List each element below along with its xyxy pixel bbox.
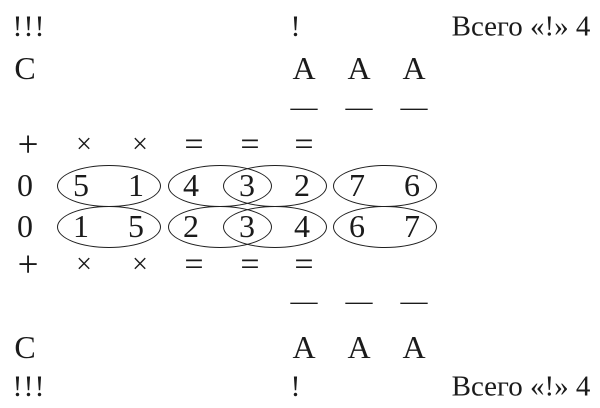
top-total-label: Всего «!» 4: [451, 10, 591, 43]
circle-row2-pair-1-5: [57, 206, 161, 248]
top-op-times-1: ×: [76, 129, 92, 160]
bottom-op-equals-3: =: [294, 246, 314, 283]
circle-row1-pair-5-1: [57, 165, 161, 207]
top-op-plus: +: [17, 124, 39, 166]
top-letter-a-1: А: [292, 50, 316, 86]
top-dash-2: —: [345, 91, 373, 122]
bottom-letter-a-1: А: [292, 329, 316, 365]
bottom-op-equals-1: =: [184, 246, 204, 283]
bottom-dash-1: —: [290, 285, 318, 316]
top-letter-c: С: [14, 50, 36, 86]
row2-lead-zero: 0: [17, 208, 33, 244]
bottom-op-times-2: ×: [132, 249, 148, 280]
top-op-times-2: ×: [132, 129, 148, 160]
bottom-op-equals-2: =: [240, 246, 260, 283]
circle-row2-pair-3-4: [223, 206, 327, 248]
bottom-single-exclamation: !: [290, 370, 302, 403]
bottom-dash-3: —: [400, 285, 428, 316]
top-op-equals-2: =: [240, 126, 260, 163]
bottom-letter-a-3: А: [402, 329, 426, 365]
top-letter-a-3: А: [402, 50, 426, 86]
circle-row2-pair-6-7: [333, 206, 437, 248]
top-letter-a-2: А: [347, 50, 371, 86]
bottom-op-plus: +: [17, 244, 39, 286]
top-single-exclamation: !: [290, 10, 302, 43]
bottom-letter-a-2: А: [347, 329, 371, 365]
bottom-letter-c: С: [14, 329, 36, 365]
circle-row1-pair-3-2: [223, 165, 327, 207]
circle-row1-pair-7-6: [333, 165, 437, 207]
top-dash-3: —: [400, 91, 428, 122]
top-exclamations: !!!: [12, 10, 46, 43]
bottom-op-times-1: ×: [76, 249, 92, 280]
bottom-exclamations: !!!: [12, 370, 46, 403]
bottom-dash-2: —: [345, 285, 373, 316]
top-dash-1: —: [290, 91, 318, 122]
row1-lead-zero: 0: [17, 167, 33, 203]
bottom-total-label: Всего «!» 4: [451, 370, 591, 403]
top-op-equals-1: =: [184, 126, 204, 163]
top-op-equals-3: =: [294, 126, 314, 163]
